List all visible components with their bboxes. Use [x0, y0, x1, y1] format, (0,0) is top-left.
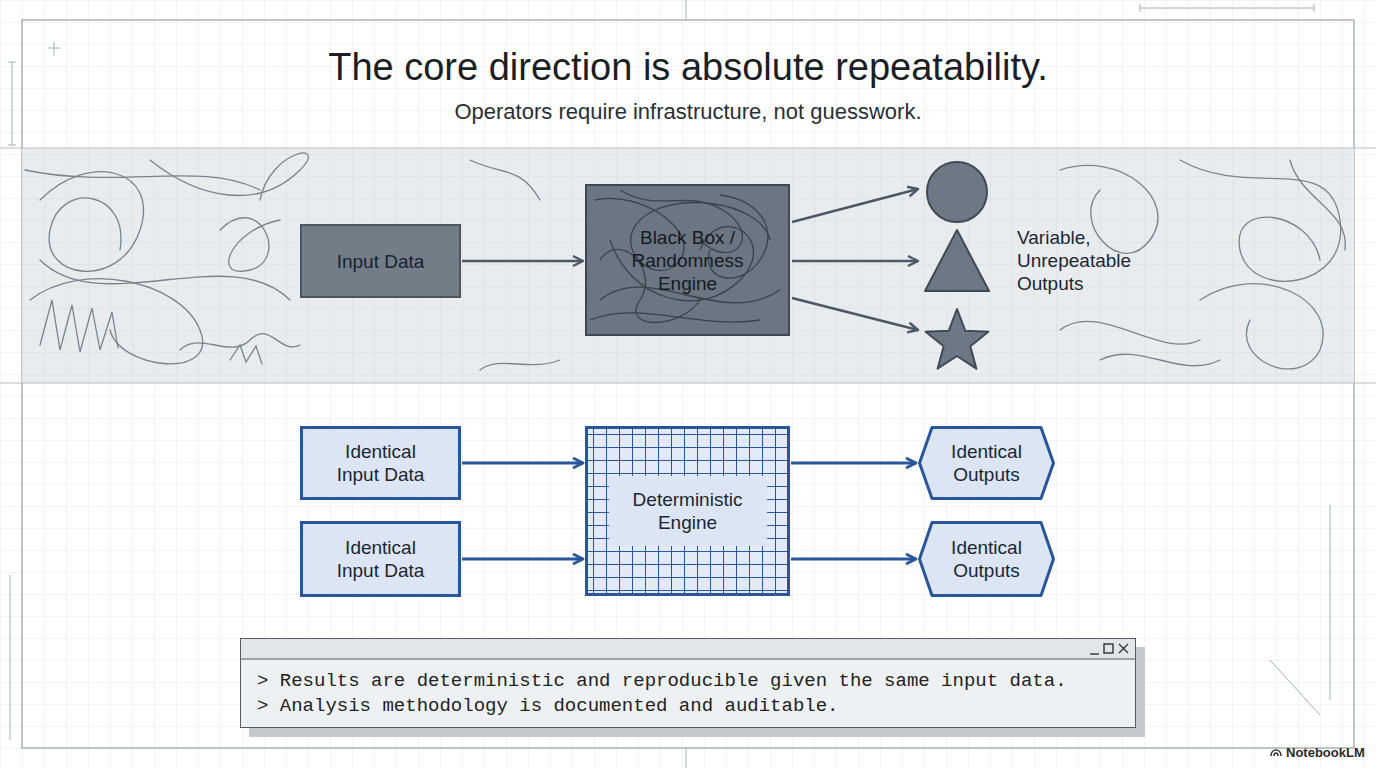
titlebar-rule: [240, 658, 1136, 659]
leader-mark: [1270, 660, 1320, 715]
flow-arrow: [462, 260, 583, 263]
window-controls: [1090, 644, 1128, 654]
output-hexagon: Identical Outputs: [918, 521, 1055, 597]
input-box: Identical Input Data: [300, 426, 461, 500]
black-box-engine: Black Box / Randomness Engine: [585, 184, 790, 336]
node-text: Input Data: [337, 250, 425, 273]
dimension-mark: [1140, 4, 1314, 12]
icon-arc: [1274, 753, 1278, 756]
scribble: [1100, 354, 1220, 366]
hexagon-outline: [918, 521, 1055, 597]
scribble: [25, 170, 260, 190]
scribble: [1200, 284, 1323, 369]
node-text: Identical Outputs: [940, 440, 1033, 486]
flow-arrow: [791, 462, 916, 465]
output-arrow: [792, 260, 918, 263]
scribble: [1290, 160, 1345, 250]
terminal-line: > Analysis methodology is documented and…: [257, 694, 839, 719]
black-box-fill: [585, 184, 790, 336]
hexagon-shape: [920, 428, 1054, 499]
scribble: [470, 160, 540, 200]
node-text: Identical Outputs: [940, 536, 1033, 582]
output-arrows: [792, 189, 918, 330]
chaos-band: [22, 148, 1354, 383]
scribble: [1060, 321, 1200, 344]
scribble: [30, 279, 203, 364]
watermark-icon: [1271, 750, 1281, 756]
flow-arrow: [462, 558, 583, 561]
scribbles: [25, 153, 1345, 370]
scribble: [220, 218, 280, 272]
band-grid: [22, 148, 1354, 383]
hexagon-outline: [918, 426, 1055, 500]
flow-arrow: [462, 462, 583, 465]
maximize-icon: [1104, 644, 1113, 653]
flow-arrow: [791, 558, 916, 561]
output-hexagon: Identical Outputs: [918, 426, 1055, 500]
scribble: [1180, 160, 1341, 281]
watermark: NotebookLM: [1286, 745, 1366, 761]
deterministic-engine: Deterministic Engine: [585, 426, 790, 596]
terminal-titlebar: [240, 638, 1136, 659]
black-box-scribbles: [590, 190, 780, 323]
scribble: [480, 360, 560, 370]
input-box: Identical Input Data: [300, 521, 461, 597]
close-icon: [1119, 644, 1128, 653]
dimension-mark: [10, 575, 11, 740]
band-edge: [0, 148, 1376, 383]
hexagon-shape: [920, 523, 1054, 596]
triangle-output: [925, 230, 989, 291]
scribble: [230, 345, 262, 364]
scribble: [180, 334, 300, 350]
node-text: Identical Input Data: [323, 440, 438, 486]
node-text: Deterministic Engine: [609, 476, 767, 546]
subtitle: Operators require infrastructure, not gu…: [0, 98, 1376, 126]
icon-arc: [1271, 750, 1281, 756]
minimize-icon: [1090, 653, 1099, 654]
scribble: [150, 153, 308, 200]
dimension-mark: [8, 62, 16, 145]
star-output: [926, 309, 989, 369]
frame-border: [22, 20, 1354, 748]
scribble: [40, 260, 290, 300]
scribble: [40, 172, 144, 272]
circle-output: [927, 162, 987, 222]
terminal-window: > Results are deterministic and reproduc…: [240, 638, 1136, 728]
terminal-line: > Results are deterministic and reproduc…: [257, 669, 1067, 694]
output-arrow: [792, 298, 918, 330]
slide-title: The core direction is absolute repeatabi…: [0, 44, 1376, 90]
scribble: [590, 313, 760, 322]
node-text: Black Box / Randomness Engine: [617, 226, 758, 295]
output-note: Variable, Unrepeatable Outputs: [1017, 226, 1147, 295]
corner-mark: [48, 42, 60, 56]
node-text: Identical Input Data: [323, 536, 438, 582]
dimension-mark: [1330, 505, 1331, 700]
scribble: [40, 300, 118, 352]
input-box: Input Data: [300, 224, 461, 298]
output-arrow: [792, 189, 918, 222]
terminal-fill: [240, 638, 1136, 728]
